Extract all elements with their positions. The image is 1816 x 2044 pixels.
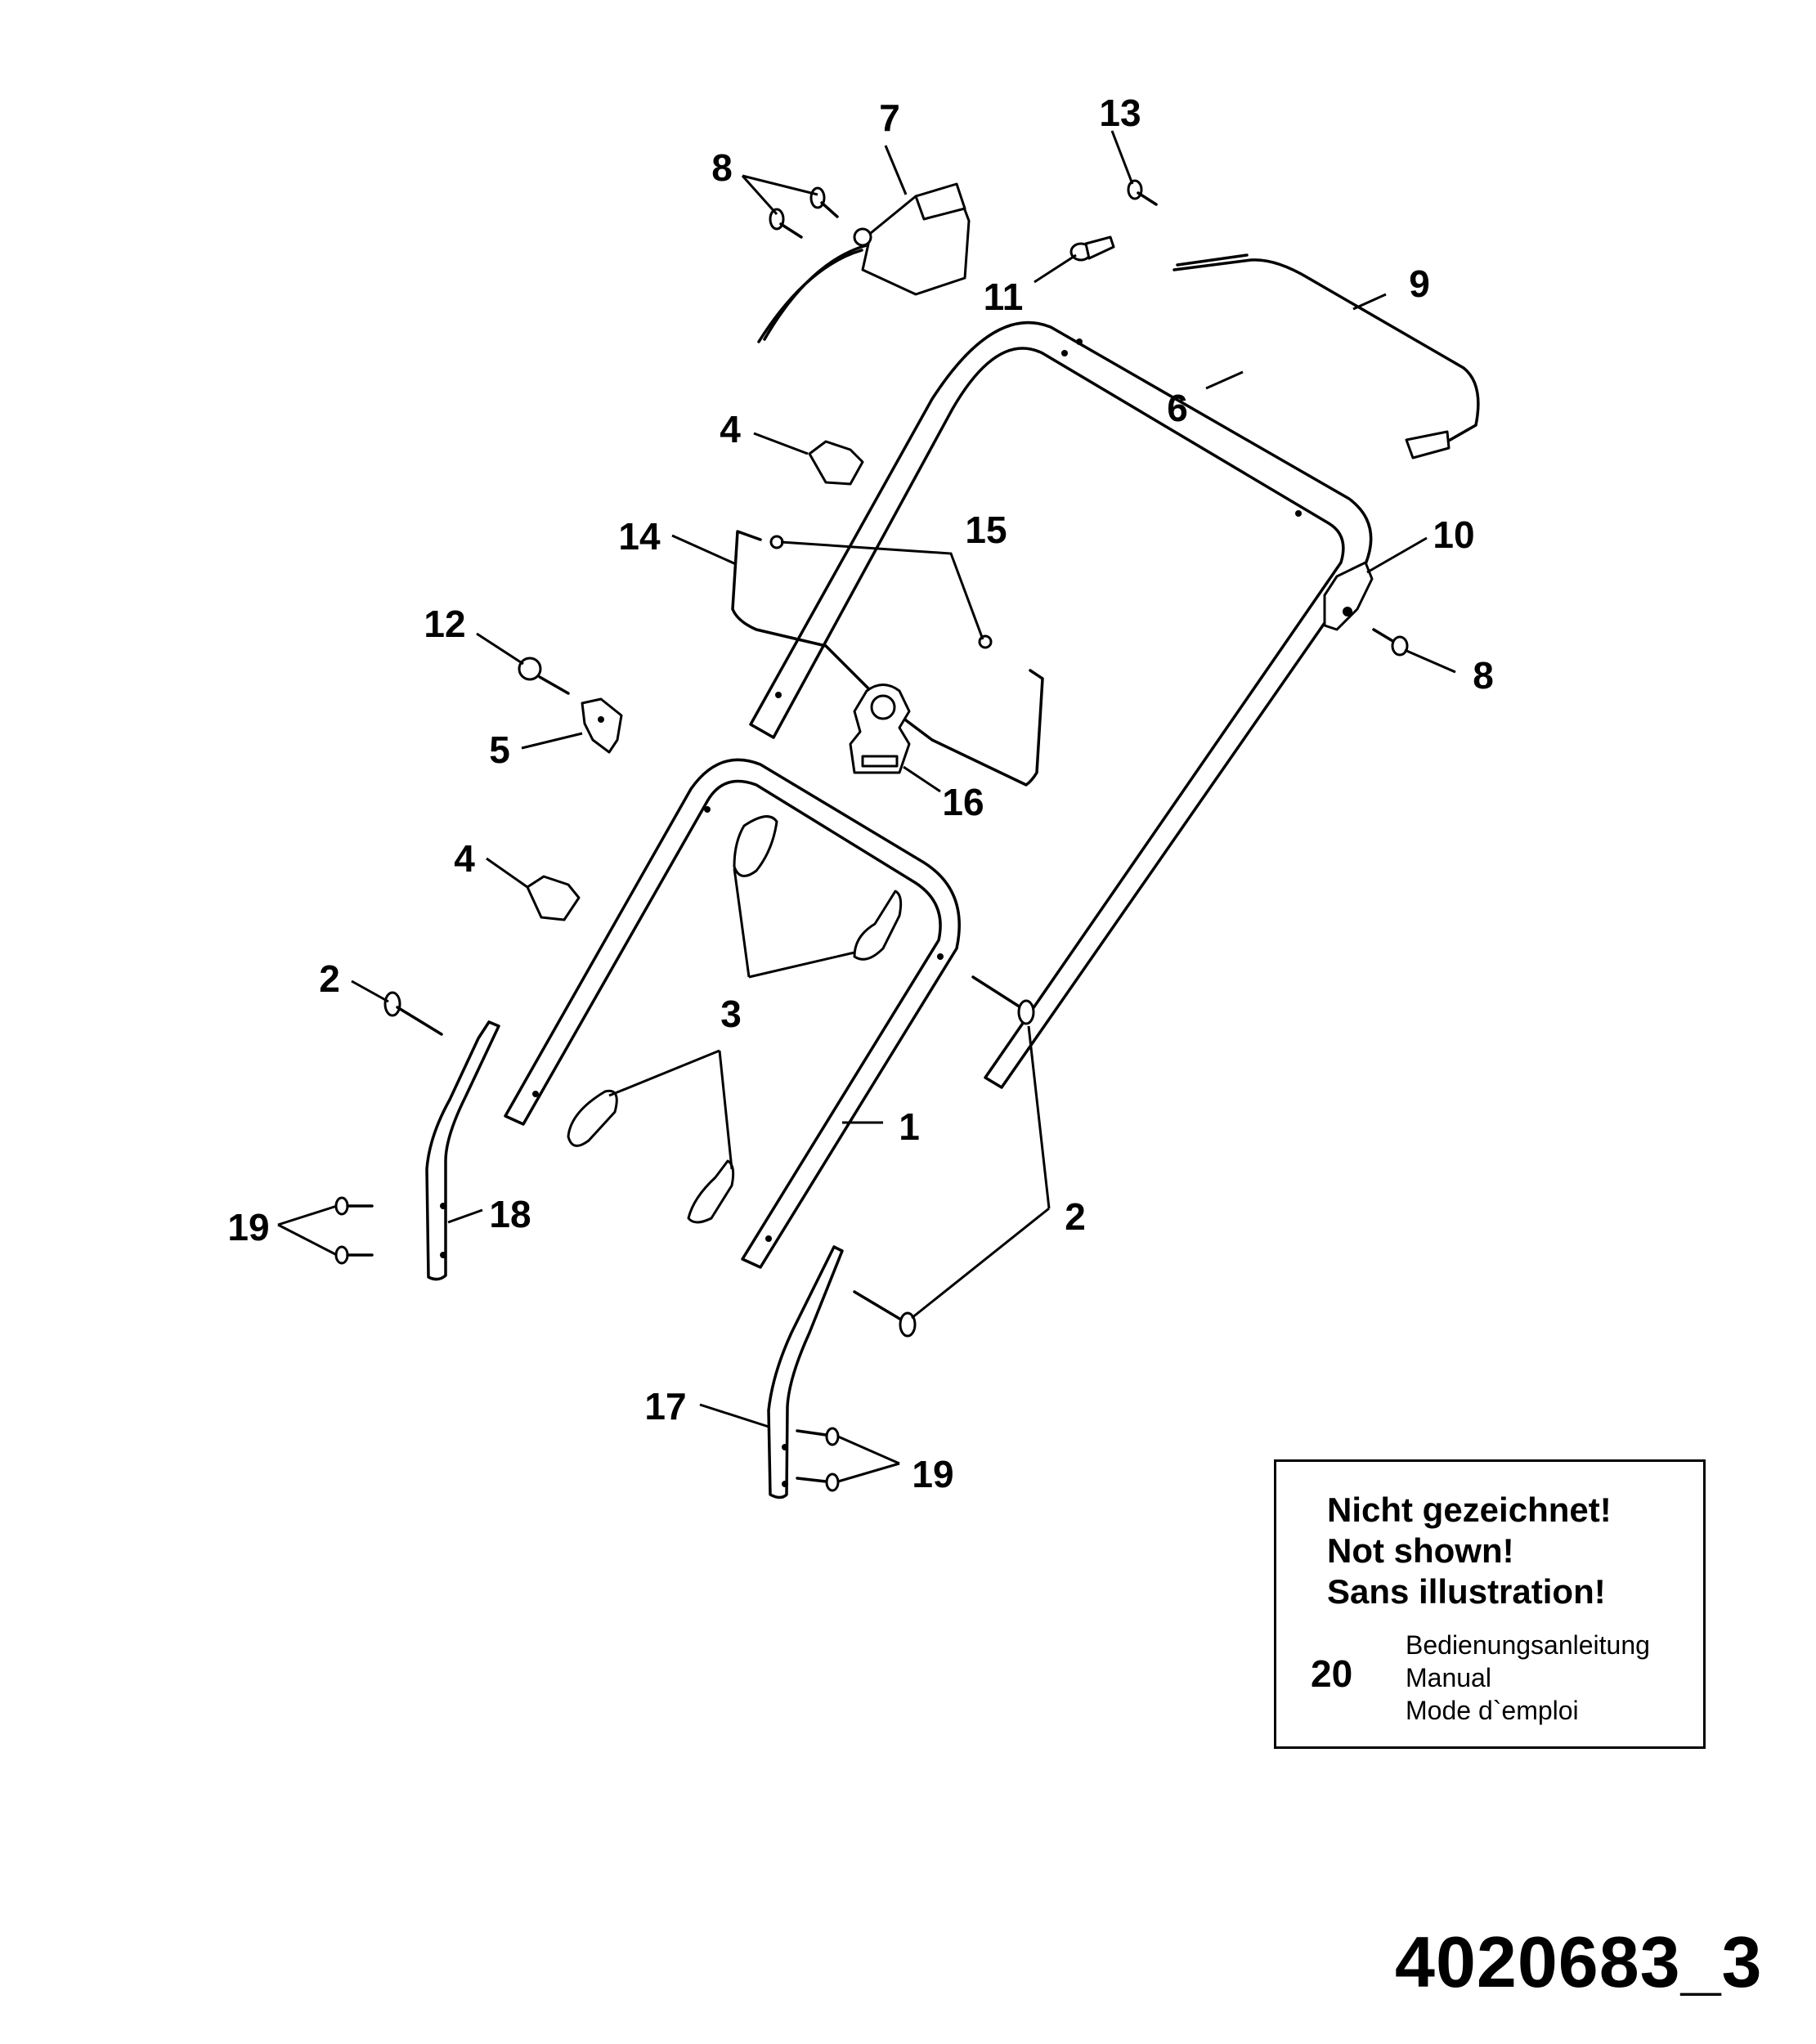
part-label-13: 13 — [1099, 92, 1141, 134]
part-5-clamp — [581, 697, 623, 754]
part-7-switch-box — [757, 182, 971, 343]
part-2-bolt-upper-right — [971, 975, 1035, 1025]
part-11-clip — [1069, 235, 1115, 262]
part-label-17: 17 — [644, 1385, 687, 1428]
part-label-6: 6 — [1167, 387, 1188, 429]
note-item-desc-german: Bedienungsanleitung — [1406, 1630, 1650, 1660]
note-item-desc-english: Manual — [1406, 1663, 1491, 1692]
note-item-number: 20 — [1311, 1652, 1353, 1695]
note-line-english: Not shown! — [1327, 1531, 1514, 1570]
part-label-19-right: 19 — [912, 1453, 954, 1495]
part-label-16: 16 — [942, 781, 984, 823]
part-19-screws-right — [796, 1427, 840, 1492]
part-19-screws-left — [334, 1196, 374, 1265]
part-label-4-top: 4 — [720, 408, 741, 450]
part-9-control-rod — [1173, 253, 1480, 459]
part-1-lower-handle — [504, 758, 961, 1269]
part-label-4-lower: 4 — [454, 837, 475, 880]
part-label-7: 7 — [879, 96, 900, 139]
part-label-9: 9 — [1409, 262, 1430, 305]
drawing-number: 4020683_3 — [1395, 1921, 1763, 2002]
part-16-cable-guide — [849, 684, 911, 774]
part-3-wing-nuts — [567, 815, 903, 1224]
part-13-screw — [1127, 179, 1158, 206]
part-label-2-left: 2 — [319, 957, 340, 1000]
part-label-11: 11 — [983, 276, 1024, 318]
part-label-18: 18 — [489, 1193, 531, 1235]
note-line-french: Sans illustration! — [1327, 1572, 1606, 1611]
note-item-desc-french: Mode d`emploi — [1406, 1696, 1579, 1725]
part-label-3: 3 — [720, 993, 742, 1035]
part-label-8-top: 8 — [711, 146, 733, 189]
part-label-19-left: 19 — [227, 1206, 270, 1248]
leader-lines — [277, 130, 1456, 1483]
part-18-lower-tube-left — [425, 1020, 500, 1281]
part-17-lower-tube-center — [767, 1245, 844, 1499]
part-label-8-right: 8 — [1473, 654, 1494, 697]
note-line-german: Nicht gezeichnet! — [1327, 1490, 1612, 1529]
part-12-screw — [518, 657, 570, 695]
part-8-screws-top — [769, 186, 839, 239]
part-8-screw-right — [1372, 628, 1409, 657]
part-2-bolt-lower-right — [853, 1290, 917, 1338]
part-label-5: 5 — [489, 728, 510, 771]
part-label-12: 12 — [424, 603, 466, 645]
part-10-bracket — [1323, 561, 1374, 631]
part-6-upper-handle — [749, 320, 1373, 1089]
part-label-1: 1 — [899, 1105, 920, 1148]
part-4-clip-top — [808, 440, 864, 486]
part-label-2-right: 2 — [1065, 1195, 1086, 1238]
part-label-15: 15 — [965, 509, 1007, 551]
part-2-bolt-left — [383, 991, 443, 1036]
part-label-14: 14 — [618, 515, 661, 558]
not-shown-note-box: Nicht gezeichnet! Not shown! Sans illust… — [1274, 1459, 1706, 1749]
part-4-clip-lower — [526, 875, 581, 921]
part-label-10: 10 — [1433, 513, 1475, 556]
